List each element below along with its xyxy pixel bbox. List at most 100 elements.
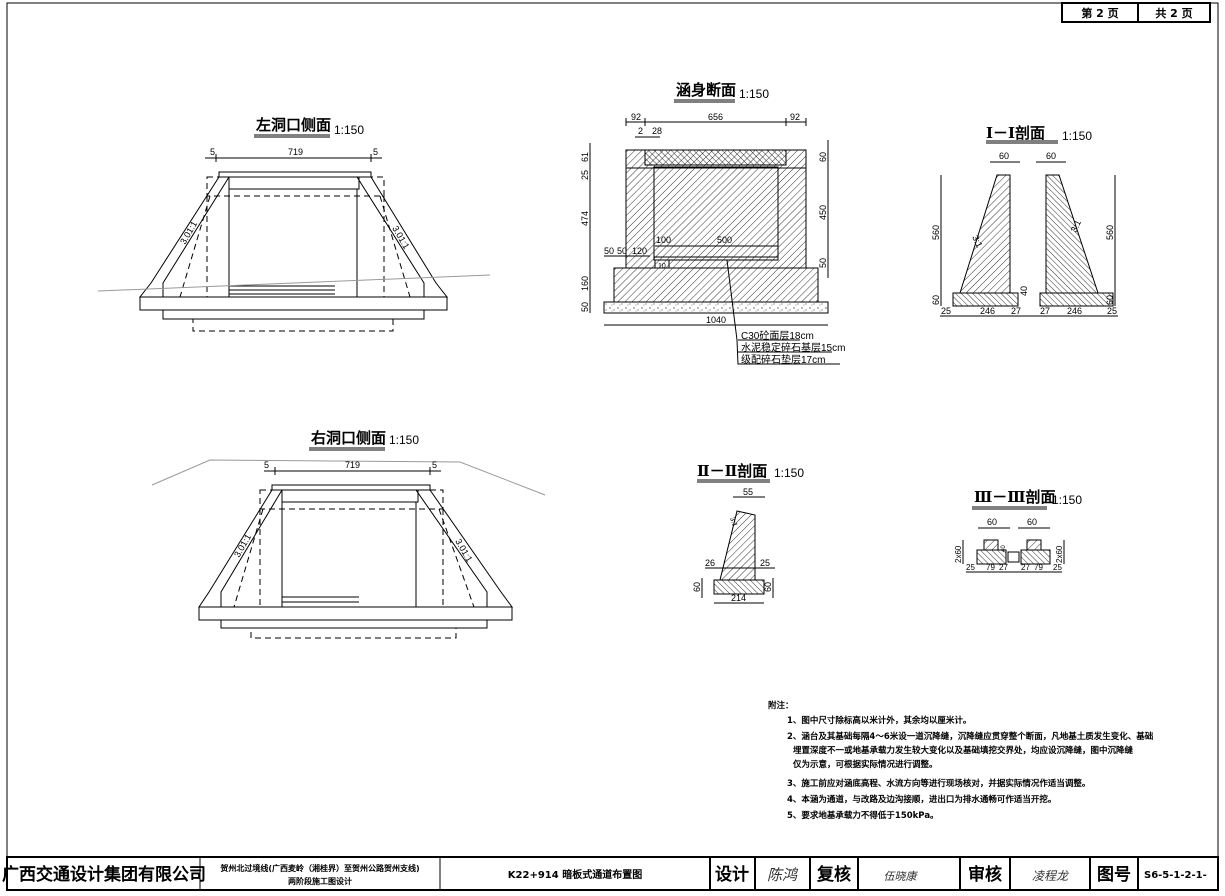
- svg-text:40: 40: [1019, 286, 1029, 296]
- svg-text:560: 560: [931, 225, 941, 240]
- svg-text:656: 656: [708, 112, 723, 122]
- svg-text:5: 5: [432, 460, 437, 470]
- svg-text:5: 5: [210, 147, 215, 157]
- drawing-title: K22+914 暗板式通道布置图: [508, 868, 642, 881]
- note-item: 仅为示意，可根据实际情况进行调整。: [792, 759, 938, 770]
- svg-text:120: 120: [632, 246, 647, 256]
- layer-label: 级配碎石垫层17cm: [741, 353, 825, 366]
- svg-text:25: 25: [1107, 306, 1117, 316]
- svg-text:246: 246: [1067, 306, 1082, 316]
- svg-text:25: 25: [941, 306, 951, 316]
- note-item: 3、施工前应对涵底高程、水流方向等进行现场核对，并据实际情况作适当调整。: [787, 778, 1090, 789]
- drawing-no-label: 图号: [1097, 865, 1131, 885]
- svg-text:160: 160: [580, 276, 590, 291]
- svg-text:5: 5: [373, 147, 378, 157]
- svg-text:450: 450: [818, 205, 828, 220]
- svg-text:246: 246: [980, 306, 995, 316]
- review-label: 复核: [816, 864, 851, 885]
- svg-text:214: 214: [731, 593, 746, 603]
- svg-text:3:1: 3:1: [970, 234, 984, 250]
- svg-text:50: 50: [818, 258, 828, 268]
- svg-text:2x60: 2x60: [1055, 545, 1064, 563]
- svg-text:60: 60: [999, 151, 1009, 161]
- svg-text:26: 26: [705, 558, 715, 568]
- svg-text:2x60: 2x60: [954, 545, 963, 563]
- svg-text:3.01:1: 3.01:1: [178, 219, 199, 246]
- view-scale: 1:150: [389, 433, 419, 447]
- culvert-section-view: 涵身断面 1:150 92 656 92 2 28 61 25 474 160 …: [580, 81, 845, 366]
- view-title: Ⅲ－Ⅲ剖面: [974, 488, 1056, 506]
- view-scale: 1:150: [739, 87, 769, 101]
- svg-text:474: 474: [580, 211, 590, 226]
- svg-text:50: 50: [580, 302, 590, 312]
- note-item: 埋置深度不一或地基承载力发生较大变化以及基础填挖交界处，均应设沉降缝，图中沉降缝: [793, 745, 1134, 756]
- view-title: Ⅱ－Ⅱ剖面: [697, 462, 767, 480]
- layer-label: C30砼面层18cm: [741, 329, 814, 342]
- svg-text:92: 92: [790, 112, 800, 122]
- svg-text:60: 60: [987, 517, 997, 527]
- note-item: 1、图中尺寸除标高以米计外，其余均以厘米计。: [787, 715, 971, 726]
- svg-text:55: 55: [743, 487, 753, 497]
- svg-text:60: 60: [1105, 295, 1115, 305]
- design-signature: 陈鸿: [767, 866, 799, 884]
- svg-text:27: 27: [1021, 563, 1030, 572]
- svg-text:25: 25: [1053, 563, 1062, 572]
- note-item: 2、涵台及其基础每隔4～6米设一道沉降缝，沉降缝应贯穿整个断面，凡地基土质发生变…: [787, 731, 1154, 742]
- svg-text:25: 25: [760, 558, 770, 568]
- notes: 附注： 1、图中尺寸除标高以米计外，其余均以厘米计。 2、涵台及其基础每隔4～6…: [768, 700, 1154, 821]
- page-box: 第 2 页 共 2 页: [1061, 2, 1211, 23]
- section-1-view: Ⅰ－Ⅰ剖面 1:150 60 60 560 60 560 60 40 3:1 3…: [931, 124, 1118, 317]
- svg-text:100: 100: [656, 235, 671, 245]
- svg-text:5: 5: [264, 460, 269, 470]
- svg-text:40: 40: [1001, 545, 1007, 552]
- audit-signature: 凌程龙: [1032, 869, 1070, 883]
- svg-text:79: 79: [986, 563, 995, 572]
- page-current: 第 2 页: [1081, 6, 1118, 20]
- review-signature: 伍晓康: [884, 870, 919, 883]
- view-scale: 1:150: [1062, 129, 1092, 143]
- left-portal-view: 左洞口侧面 1:150 5 719 5 3.01:1 3.01:1: [97, 116, 491, 332]
- portal-drawing: 5 719 5 3.01:1 3.01:1: [97, 147, 491, 332]
- right-portal-view: 右洞口侧面 1:150 5 719 5 3.01:1 3.01:1: [151, 429, 546, 639]
- svg-text:719: 719: [345, 460, 360, 470]
- svg-text:719: 719: [288, 147, 303, 157]
- svg-text:27: 27: [999, 563, 1008, 572]
- svg-text:79: 79: [1034, 563, 1043, 572]
- layer-label: 水泥稳定碎石基层15cm: [741, 341, 845, 354]
- svg-text:3:1: 3:1: [728, 516, 738, 528]
- view-scale: 1:150: [334, 123, 364, 137]
- company-name: 广西交通设计集团有限公司: [2, 864, 206, 885]
- svg-text:25: 25: [580, 170, 590, 180]
- svg-text:1040: 1040: [706, 315, 726, 325]
- svg-text:3.01:1: 3.01:1: [453, 537, 474, 564]
- view-title: 涵身断面: [676, 81, 736, 99]
- view-title: 右洞口侧面: [311, 429, 386, 447]
- page-total: 共 2 页: [1155, 6, 1192, 20]
- view-scale: 1:150: [1052, 493, 1082, 507]
- section-2-view: Ⅱ－Ⅱ剖面 1:150 55 3:1 26 25 60 60 214: [692, 462, 804, 604]
- svg-text:60: 60: [1027, 517, 1037, 527]
- svg-text:560: 560: [1105, 225, 1115, 240]
- svg-text:25: 25: [966, 563, 975, 572]
- svg-text:27: 27: [1011, 306, 1021, 316]
- svg-text:3:1: 3:1: [1069, 218, 1083, 234]
- svg-text:60: 60: [763, 582, 773, 592]
- svg-text:60: 60: [1046, 151, 1056, 161]
- svg-text:50: 50: [617, 246, 627, 256]
- svg-text:3.01:1: 3.01:1: [232, 532, 253, 559]
- design-label: 设计: [715, 864, 749, 885]
- svg-text:28: 28: [652, 126, 662, 136]
- svg-text:2: 2: [638, 126, 643, 136]
- project-name: 贺州北过境线(广西麦岭（湘桂界）至贺州公路贺州支线): [219, 863, 419, 873]
- svg-text:27: 27: [1040, 306, 1050, 316]
- view-title: 左洞口侧面: [255, 116, 331, 134]
- project-stage: 两阶段施工图设计: [288, 876, 352, 886]
- svg-text:61: 61: [580, 152, 590, 162]
- svg-text:500: 500: [717, 235, 732, 245]
- notes-heading: 附注：: [768, 700, 794, 711]
- note-item: 5、要求地基承载力不得低于150kPa。: [787, 810, 939, 821]
- title-block: 广西交通设计集团有限公司 贺州北过境线(广西麦岭（湘桂界）至贺州公路贺州支线) …: [2, 856, 1219, 891]
- svg-text:50: 50: [604, 246, 614, 256]
- portal-drawing: 5 719 5 3.01:1 3.01:1: [198, 460, 513, 639]
